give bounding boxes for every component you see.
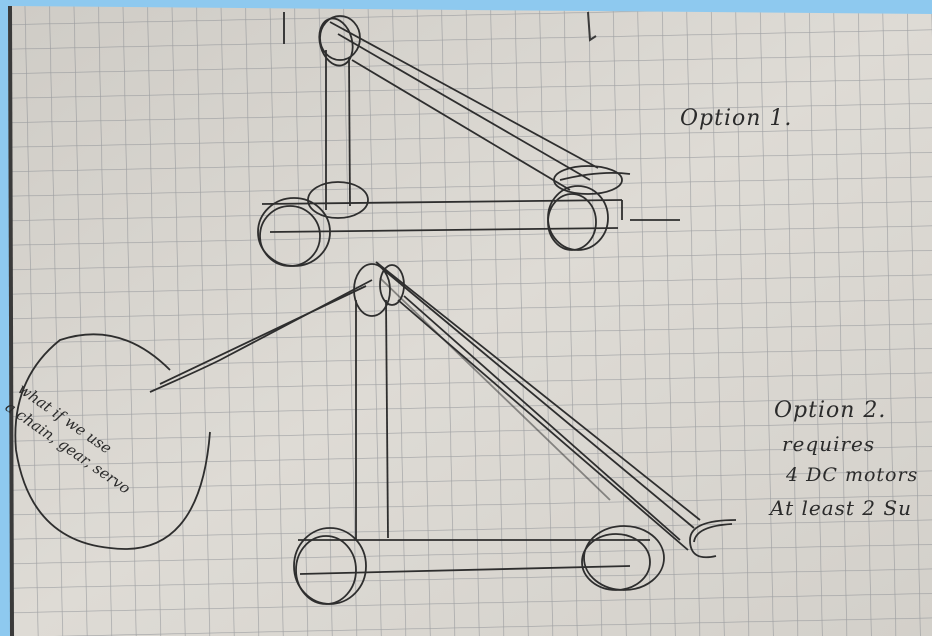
option2-note-motors: 4 DC motors	[786, 464, 918, 486]
graph-paper	[10, 6, 932, 636]
option2-note-requires: requires	[782, 432, 875, 456]
option2-note-servos: At least 2 Su	[770, 496, 912, 520]
option1-label: Option 1.	[680, 106, 792, 131]
option2-label: Option 2.	[774, 398, 886, 423]
